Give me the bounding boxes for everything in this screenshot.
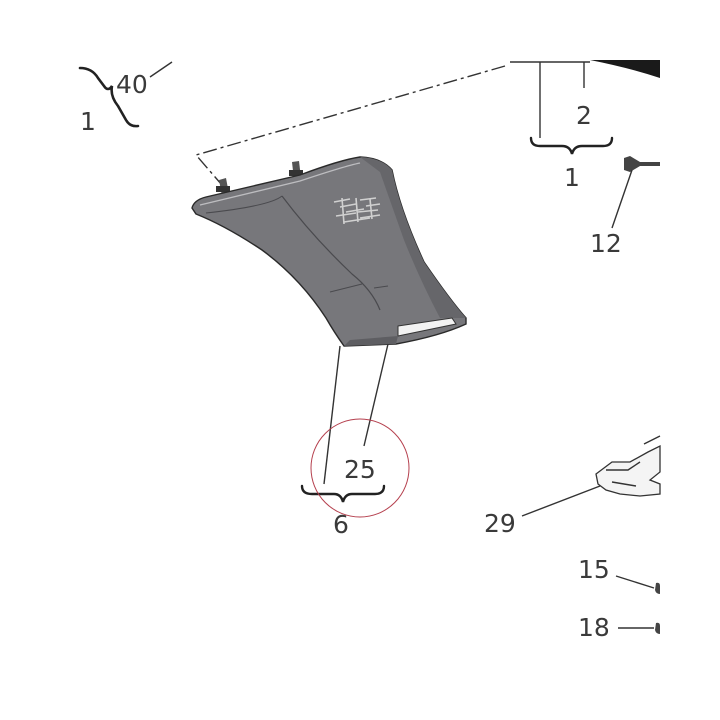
callout-group-29: 29: [484, 435, 661, 538]
mesh-patch-icon: [333, 197, 381, 225]
callout-group-12: 12: [590, 156, 660, 258]
callout-label-40[interactable]: 40: [116, 70, 148, 99]
assembly-centerline: [194, 65, 506, 193]
duct-side-panel: [360, 157, 466, 318]
highlight-circle: [310, 418, 410, 518]
callout-label-1-right[interactable]: 1: [564, 163, 580, 192]
brace-icon: [300, 484, 386, 503]
callout-group-2: 2 1: [510, 60, 660, 192]
callout-group-15: 15: [578, 555, 660, 594]
duct-outlet-lip: [344, 336, 398, 346]
callout-label-18[interactable]: 18: [578, 613, 610, 642]
callout-label-6[interactable]: 6: [333, 510, 349, 539]
fastener-18-icon: [655, 622, 660, 634]
duct-rim: [199, 162, 361, 206]
duct-outlet: [397, 317, 457, 337]
callout-group-40: 40 1: [78, 61, 173, 136]
part-2-edge: [590, 60, 660, 78]
duct-fold-line-2: [205, 195, 283, 214]
callout-label-12[interactable]: 12: [590, 229, 622, 258]
brace-icon: [529, 136, 614, 155]
stud-left-nut: [216, 186, 230, 192]
duct-fold-line: [281, 195, 381, 311]
callout-group-25: 25 6: [300, 343, 410, 539]
leader-line-15: [615, 575, 655, 589]
callout-label-29[interactable]: 29: [484, 509, 516, 538]
leader-line-40: [149, 61, 173, 78]
leader-line-12: [611, 169, 633, 229]
fastener-15-icon: [655, 582, 660, 594]
bracket-29-detail: [606, 435, 661, 487]
callout-group-18: 18: [578, 613, 660, 642]
duct-crease: [329, 283, 389, 293]
bracket-icon: [78, 66, 140, 128]
callout-label-15[interactable]: 15: [578, 555, 610, 584]
leader-line-6-left: [323, 345, 341, 485]
stud-right-nut: [289, 170, 303, 176]
leader-line-29: [521, 485, 601, 517]
callout-label-25[interactable]: 25: [344, 455, 376, 484]
callout-label-1-left[interactable]: 1: [80, 107, 96, 136]
screw-icon: [624, 156, 660, 172]
callout-label-2[interactable]: 2: [576, 101, 592, 130]
leader-line-25: [363, 343, 389, 447]
duct-cover-part: [191, 156, 467, 347]
bracket-part-29-icon: [595, 444, 661, 497]
